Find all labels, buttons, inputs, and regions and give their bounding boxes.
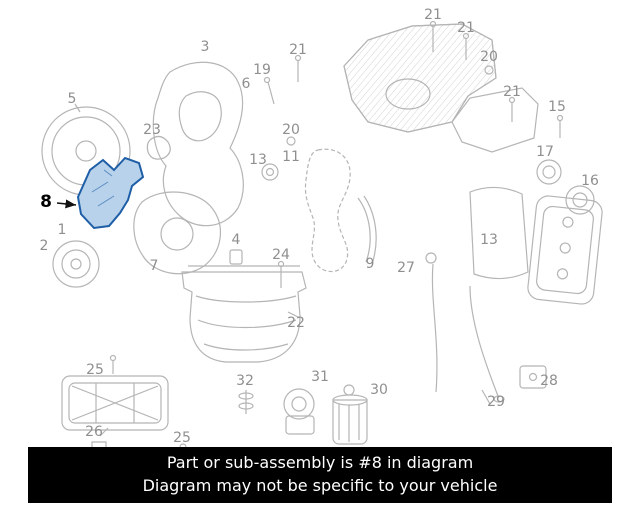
oil-pump-group [238, 388, 315, 435]
callout-arrow [56, 199, 77, 209]
highlighted-part-callout: 8 [40, 192, 52, 212]
highlighted-part-group [76, 156, 145, 230]
dipstick-group [425, 252, 547, 405]
timing-covers-group [133, 61, 244, 275]
engine-cover-group [263, 20, 539, 153]
crank-pulley-group [52, 240, 100, 288]
oil-pan-group [181, 265, 307, 363]
lower-pan-group [61, 354, 187, 474]
banner-line-2: Diagram may not be specific to your vehi… [142, 476, 498, 495]
timing-belt-group [261, 148, 377, 288]
banner-line-1: Part or sub-assembly is #8 in diagram [166, 453, 474, 472]
valve-cover-group [469, 114, 603, 305]
vehicle-note-banner: Part or sub-assembly is #8 in diagram Di… [28, 447, 612, 503]
engine-line-art [41, 20, 603, 474]
oil-filter-group [332, 384, 368, 445]
highlighted-part-detail [91, 169, 115, 207]
highlighted-part [76, 156, 145, 230]
